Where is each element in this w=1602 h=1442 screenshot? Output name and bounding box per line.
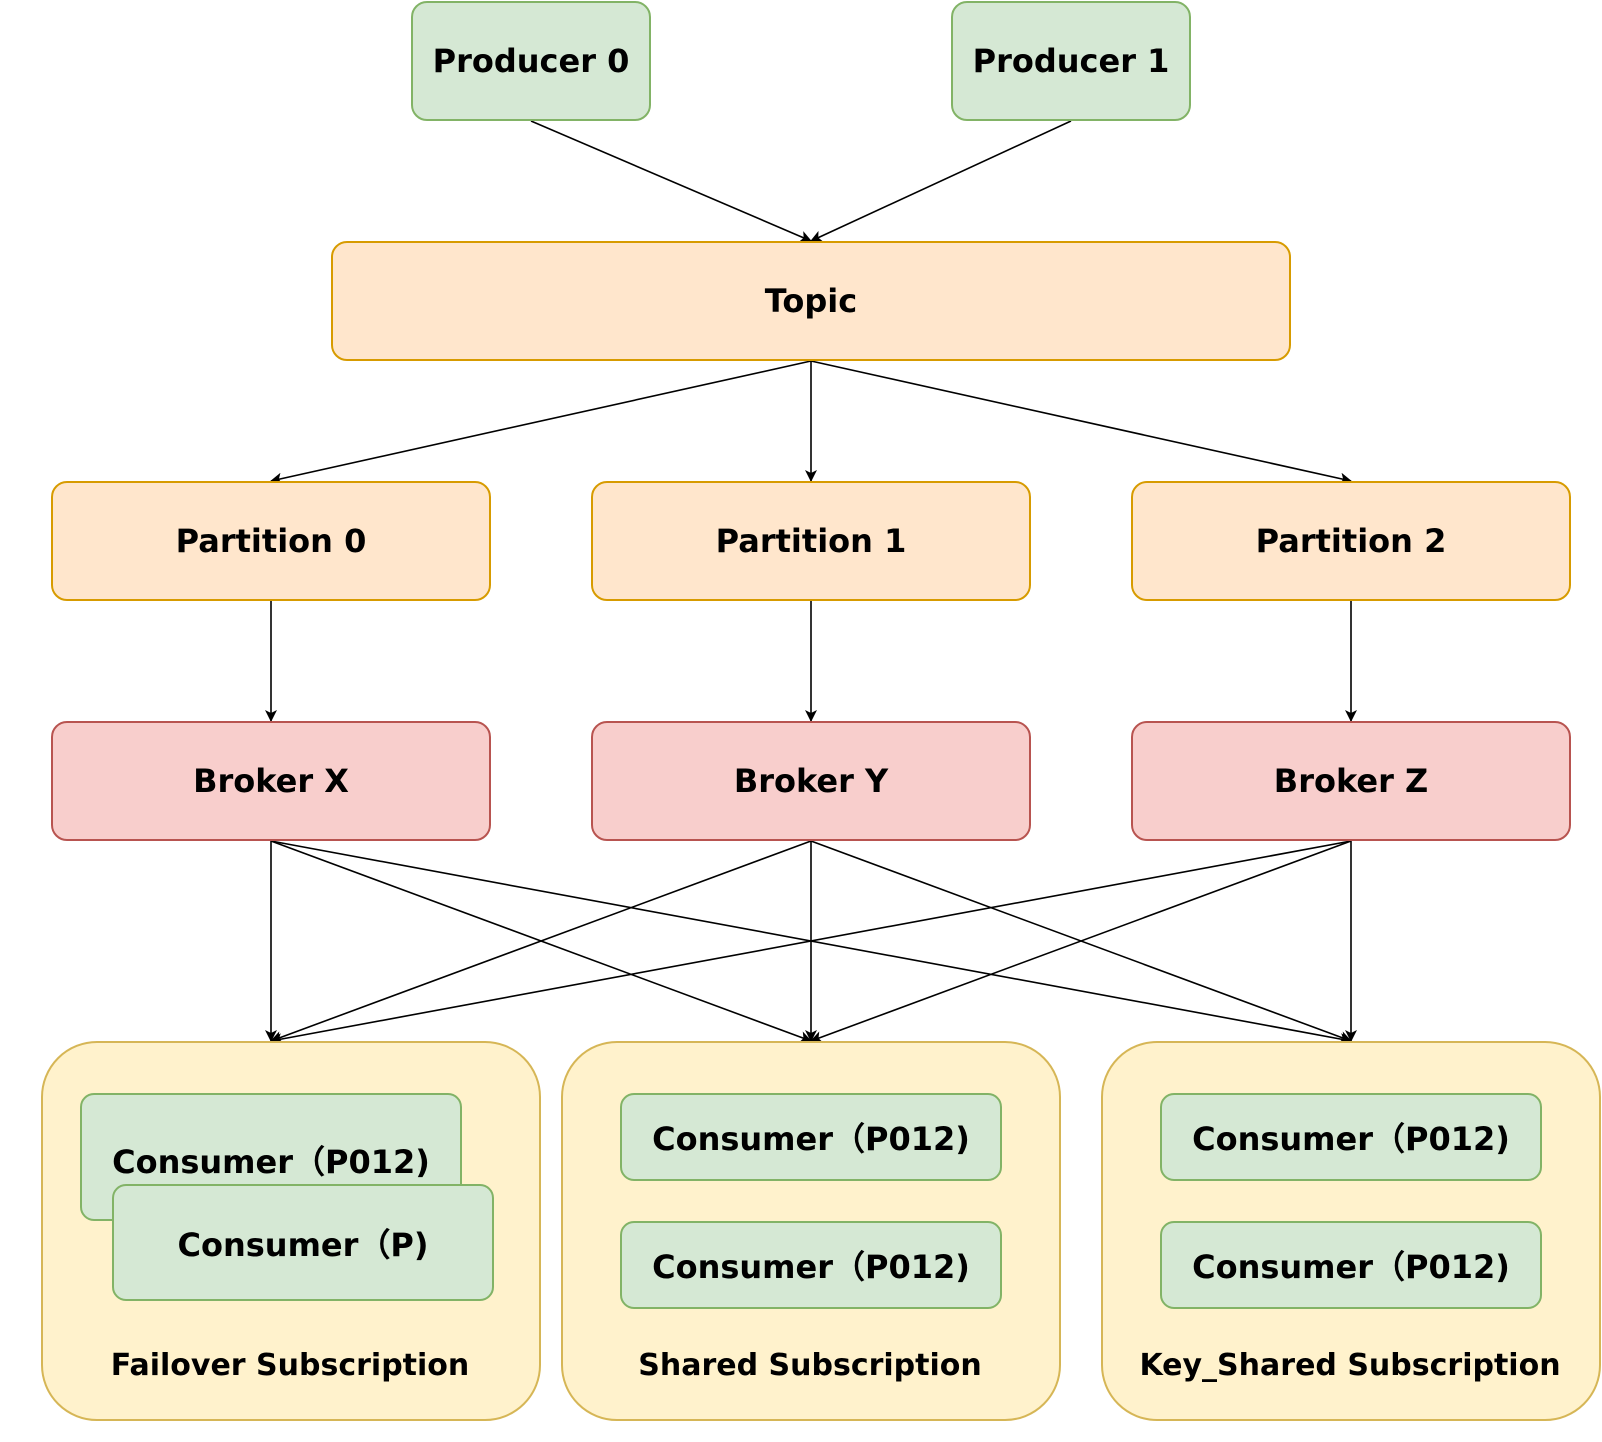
broker-z-to-failover-arrow	[270, 840, 1352, 1045]
broker-x-node[interactable]: Broker X	[51, 721, 491, 841]
broker-z-node[interactable]: Broker Z	[1131, 721, 1571, 841]
failover-subscription-label: Failover Subscription	[110, 1348, 470, 1383]
shared-consumer-2[interactable]: Consumer（P012)	[620, 1221, 1002, 1309]
topic-to-partition-2-arrow	[810, 360, 1352, 485]
broker-y-node[interactable]: Broker Y	[591, 721, 1031, 841]
partition-0-node[interactable]: Partition 0	[51, 481, 491, 601]
producer-1-node[interactable]: Producer 1	[951, 1, 1191, 121]
partition-2-node[interactable]: Partition 2	[1131, 481, 1571, 601]
partition-1-node[interactable]: Partition 1	[591, 481, 1031, 601]
producer-1-to-topic-arrow	[810, 120, 1072, 242]
broker-y-to-failover-arrow	[270, 840, 812, 1043]
shared-subscription-label: Shared Subscription	[638, 1348, 982, 1383]
key-shared-subscription-label: Key_Shared Subscription	[1139, 1348, 1561, 1383]
broker-z-to-shared-arrow	[810, 840, 1352, 1043]
key-shared-consumer-2[interactable]: Consumer（P012)	[1160, 1221, 1542, 1309]
producer-0-to-topic-arrow	[530, 120, 812, 243]
failover-consumer-2[interactable]: Consumer（P)	[112, 1184, 494, 1301]
key-shared-consumer-1[interactable]: Consumer（P012)	[1160, 1093, 1542, 1181]
shared-consumer-1[interactable]: Consumer（P012)	[620, 1093, 1002, 1181]
topic-to-partition-0-arrow	[270, 360, 812, 485]
producer-0-node[interactable]: Producer 0	[411, 1, 651, 121]
topic-node[interactable]: Topic	[331, 241, 1291, 361]
